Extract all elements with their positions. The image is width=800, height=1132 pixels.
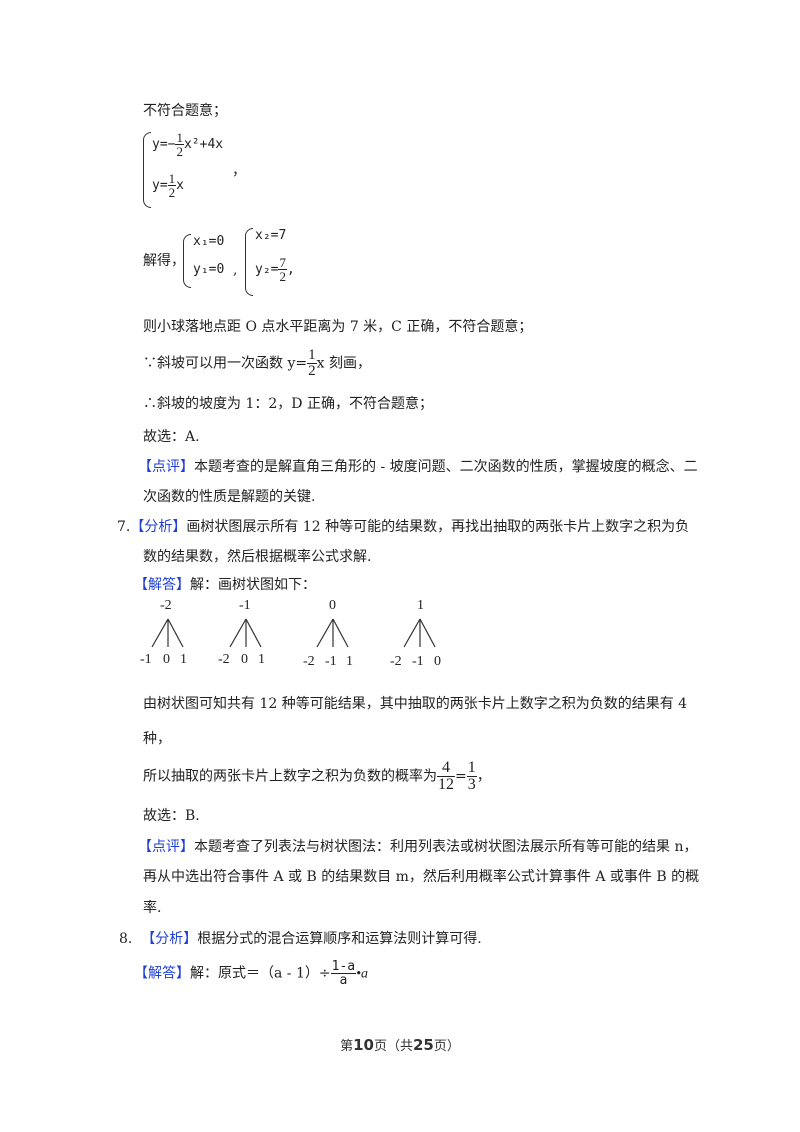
text-line: 数的结果数，然后根据概率公式求解. <box>143 549 372 565</box>
review-paragraph: 【点评】本题考查了列表法与树状图法：利用列表法或树状图法展示所有等可能的结果 n… <box>138 839 698 855</box>
left-brace <box>183 234 191 288</box>
tree-leaf: 0 <box>434 654 441 669</box>
tree-leaf: -2 <box>218 652 230 667</box>
tree-leaf: 0 <box>163 652 170 667</box>
text-line: 故选：A. <box>143 429 200 445</box>
text-line: 故选：B. <box>143 808 200 824</box>
tree-root: -2 <box>160 598 172 613</box>
tree-leaf: 1 <box>258 652 265 667</box>
left-brace <box>143 132 151 208</box>
tree-leaf: -1 <box>412 654 424 669</box>
answer-line: 【解答】解：画树状图如下： <box>134 577 316 593</box>
text-line: ∴斜坡的坡度为 1：2，D 正确，不符合题意； <box>143 396 433 412</box>
review-paragraph: 【点评】本题考查的是解直角三角形的 - 坡度问题、二次函数的性质，掌握坡度的概念… <box>138 459 698 475</box>
question-7-analysis: 7.【分析】画树状图展示所有 12 种等可能的结果数，再找出抽取的两张卡片上数字… <box>117 519 690 535</box>
comma: ， <box>232 163 246 179</box>
tree-diagram: -2 -1 0 1 -1 -2 0 1 0 -2 -1 1 1 -2 -1 0 <box>140 596 460 670</box>
tree-leaf: -1 <box>325 654 337 669</box>
tree-root: 0 <box>329 598 336 613</box>
analysis-tag: 【分析】 <box>130 519 187 535</box>
text-line: 次函数的性质是解题的关键. <box>143 489 316 505</box>
tree-leaf: 1 <box>180 652 187 667</box>
text-line: 由树状图可知共有 12 种等可能结果，其中抽取的两张卡片上数字之积为负数的结果有… <box>143 696 688 712</box>
text-line: 则小球落地点距 O 点水平距离为 7 米，C 正确，不符合题意； <box>143 319 533 335</box>
analysis-tag: 【分析】 <box>141 931 198 947</box>
review-tag: 【点评】 <box>138 839 194 855</box>
solution-x2: x₂=7 <box>255 228 287 243</box>
left-brace <box>245 228 253 296</box>
answer-tag: 【解答】 <box>134 965 190 982</box>
text-line: 率. <box>143 900 162 916</box>
text-line: 不符合题意； <box>143 103 227 119</box>
page-total: 25 <box>413 1036 434 1054</box>
page-footer: 第10页（共25页） <box>340 1036 460 1054</box>
tree-leaf: -1 <box>140 652 152 667</box>
solution-x1: x₁=0 <box>193 234 225 249</box>
text-line: 种， <box>143 731 171 747</box>
answer-tag: 【解答】 <box>134 577 190 593</box>
comma: , <box>233 262 238 278</box>
review-tag: 【点评】 <box>138 459 194 475</box>
tree-root: 1 <box>417 598 424 613</box>
tree-leaf: -2 <box>303 654 315 669</box>
tree-leaf: -2 <box>390 654 402 669</box>
tree-root: -1 <box>239 598 251 613</box>
text-line: 再从中选出符合事件 A 或 B 的结果数目 m，然后利用概率公式计算事件 A 或… <box>143 869 700 885</box>
solve-label: 解得， <box>143 253 185 269</box>
tree-leaf: 0 <box>241 652 248 667</box>
tree-leaf: 1 <box>346 654 353 669</box>
solution-y1: y₁=0 <box>193 262 225 277</box>
question-8-analysis: 8. 【分析】根据分式的混合运算顺序和运算法则计算可得. <box>119 931 482 947</box>
page-number: 10 <box>353 1036 374 1054</box>
